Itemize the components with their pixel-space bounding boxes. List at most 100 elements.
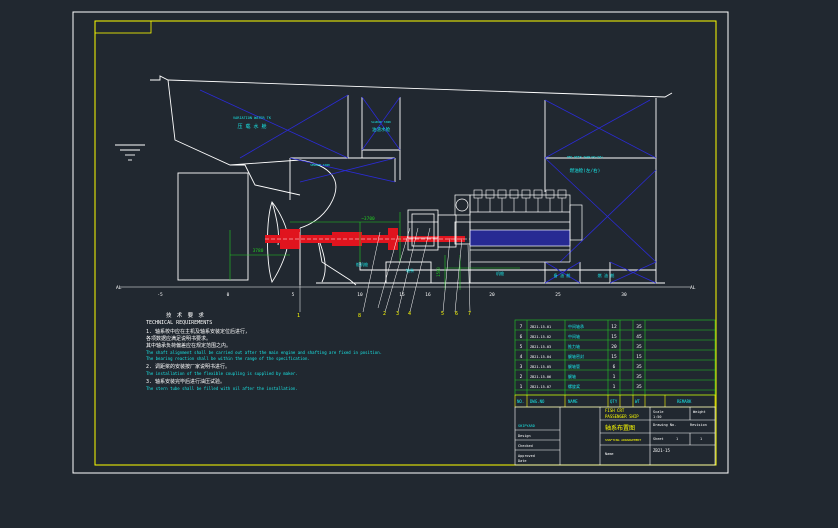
- table-row-wt: 45: [636, 334, 642, 340]
- room-d-label: 备 油 舱: [554, 272, 571, 278]
- callout-2: 2: [383, 311, 386, 317]
- table-row-no: 3: [520, 364, 523, 370]
- drawing-title-en: SHAFTING ARRANGEMENT: [605, 438, 641, 442]
- tank-2-label-cn: 油渣水舱: [372, 126, 390, 133]
- hull-profile: [115, 75, 673, 286]
- table-row-no: 7: [520, 324, 523, 330]
- drawing-no-value: ZB21-15: [653, 448, 670, 453]
- header-qty: QTY: [610, 399, 618, 404]
- ruler-tick: 16: [425, 292, 431, 298]
- table-row-qty: 20: [611, 344, 617, 350]
- note-2-en: The installation of the flexible couplin…: [146, 371, 298, 376]
- company-name: SHIPYARD: [518, 424, 535, 428]
- title-block: [514, 406, 716, 466]
- label-revision: Revision: [690, 423, 707, 427]
- ruler-tick: 25: [555, 292, 561, 298]
- callout-8: 8: [358, 313, 361, 319]
- table-row-qty: 12: [611, 324, 617, 330]
- notes-subheading: TECHNICAL REQUIREMENTS: [146, 320, 213, 326]
- header-remark: REMARK: [677, 399, 692, 404]
- callout-5: 5: [441, 311, 444, 317]
- table-row-no: 4: [520, 354, 523, 360]
- label-scale: Scale: [653, 410, 664, 414]
- dim-1: ~3700: [361, 216, 375, 222]
- table-row-qty: 1: [613, 374, 616, 380]
- callout-6: 6: [455, 311, 458, 317]
- parts-table-text: 7 ZB21-15-01 中间轴承 12 35 6 ZB21-15-02 中间轴…: [520, 323, 642, 390]
- technical-notes: 技 术 要 求 TECHNICAL REQUIREMENTS 1. 轴系校中应在…: [146, 313, 506, 392]
- note-1: 1. 轴系校中应在主机及轴系安装定位后进行，: [146, 329, 251, 335]
- steering-gear-block: [177, 172, 249, 281]
- table-row-no: 5: [520, 344, 523, 350]
- tank-4-label-cn: 燃油舱(左/右): [570, 167, 601, 174]
- project-name: FISH CRT: [605, 408, 625, 413]
- ruler-tick: 5: [292, 292, 295, 298]
- table-row-name: 推力轴: [568, 343, 580, 349]
- table-row-name: 艉轴密封: [568, 353, 584, 359]
- ruler-tick: 20: [489, 292, 495, 298]
- table-row-wt: 35: [636, 364, 642, 370]
- table-row-no: 2: [520, 374, 523, 380]
- note-3: 3. 轴系安装完毕后进行油压试验。: [146, 379, 226, 385]
- ruler-start: AL: [116, 285, 122, 291]
- room-a-label: 舵机舱: [356, 261, 368, 267]
- vessel-name: PASSENGER SHIP: [605, 414, 639, 419]
- label-approved: Approved: [518, 454, 535, 458]
- label-checked: Checked: [518, 444, 533, 448]
- note-1b: 各项数据应满足说明书要求。: [146, 336, 212, 342]
- inner-border: [94, 20, 717, 466]
- table-row-code: ZB21-15-07: [530, 385, 551, 389]
- table-row-name: 中间轴承: [568, 323, 584, 329]
- table-row-wt: 15: [636, 354, 642, 360]
- table-row-name: 螺旋桨: [568, 383, 580, 389]
- header-code: DWG.NO: [530, 399, 545, 404]
- table-row-code: ZB21-15-04: [530, 355, 551, 359]
- dim-3: 1500: [436, 267, 441, 277]
- room-b-label: 轴系: [406, 267, 414, 273]
- main-engine: [454, 194, 583, 263]
- scale-value: 1:50: [653, 415, 661, 419]
- ruler-tick: -5: [157, 292, 163, 298]
- table-row-code: ZB21-15-02: [530, 335, 551, 339]
- tank-diagonals: [199, 89, 657, 284]
- sheets-value: 1: [700, 437, 702, 441]
- drawing-title-cn: 轴系布置图: [605, 424, 635, 432]
- table-row-name: 艉轴: [568, 373, 576, 379]
- table-row-no: 6: [520, 334, 523, 340]
- note-1c: 其中轴承负荷偏差应在规定范围之内。: [146, 343, 232, 349]
- table-row-code: ZB21-15-03: [530, 345, 551, 349]
- callout-1: 1: [297, 313, 300, 319]
- callout-7: 7: [468, 311, 471, 317]
- ruler-tick: 10: [357, 292, 363, 298]
- tank-1-label: VARIATION WATER TK: [233, 116, 272, 120]
- header-wt: WT: [635, 399, 640, 404]
- callout-leaders: [299, 227, 471, 313]
- outer-frame: [72, 11, 729, 474]
- table-row-wt: 35: [636, 344, 642, 350]
- table-row-no: 1: [520, 384, 523, 390]
- table-row-name: 中间轴: [568, 333, 580, 339]
- ruler-tick: 0: [227, 292, 230, 298]
- note-1-en-1: The shaft alignment shall be carried out…: [146, 350, 383, 355]
- gearbox: [407, 209, 471, 251]
- table-row-wt: 35: [636, 324, 642, 330]
- table-row-wt: 35: [636, 374, 642, 380]
- table-row-code: ZB21-15-06: [530, 375, 551, 379]
- callout-3: 3: [396, 311, 399, 317]
- sheet-value: 1: [676, 437, 678, 441]
- label-date: Date: [518, 459, 526, 463]
- dim-2: 3780: [253, 248, 264, 254]
- table-row-code: ZB21-15-01: [530, 325, 551, 329]
- tank-2-label: SLUDGE TANK: [371, 120, 391, 124]
- room-e-label: 燃 油 舱: [598, 272, 615, 278]
- ruler-end: AL: [690, 285, 696, 291]
- table-row-wt: 35: [636, 384, 642, 390]
- shaft-line: [265, 228, 470, 250]
- callout-4: 4: [408, 311, 411, 317]
- ruler-tick: 30: [621, 292, 627, 298]
- table-row-code: ZB21-15-05: [530, 365, 551, 369]
- label-design: Design: [518, 434, 531, 438]
- tank-4-label: HFO DEEP TANK(PS/SB): [567, 155, 603, 159]
- frame-ruler: AL AL -5 0 5 10 15 16 20 25 30: [116, 285, 696, 298]
